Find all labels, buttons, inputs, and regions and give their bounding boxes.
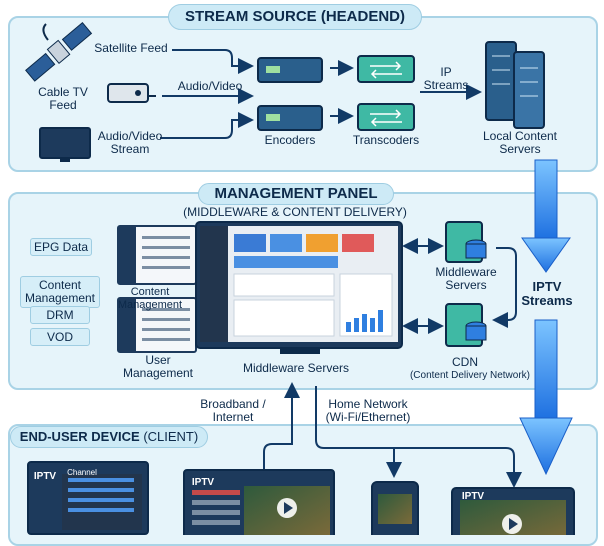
dashboard-monitor [195,221,403,354]
monitor-icon [39,127,91,162]
satellite-icon [25,22,93,82]
encoder-device [257,57,323,131]
client-device-1 [27,461,149,535]
diagram-graphics [25,22,575,535]
vod-tag: VOD [30,328,90,346]
cdn-server-icon [445,303,487,347]
cdn-full-label: (Content Delivery Network) [409,370,531,381]
satellite-feed-label: Satellite Feed [94,41,168,55]
cable-tv-feed-label: Cable TV Feed [38,85,88,112]
client-title-rest: (CLIENT) [139,429,199,444]
av-stream-label: Audio/Video Stream [97,129,163,156]
content-management-label: Content Management [117,286,183,311]
content-management-screen [117,225,197,285]
iptv-streams-arrow [519,159,573,476]
client-title-bold: END-USER DEVICE [19,429,140,444]
broadband-label: Broadband / Internet [200,397,266,424]
client-iptv-label: IPTV [33,471,57,482]
client-iptv-label-3: IPTV [461,491,485,502]
middleware-servers-bottom-label: Middleware Servers [242,361,350,375]
local-servers-label: Local Content Servers [482,129,558,156]
epg-data-tag: EPG Data [30,238,92,256]
headend-arrows [160,49,482,139]
network-arrows [263,382,522,488]
transcoder-device [357,55,415,131]
middleware-servers-label: Middleware Servers [435,265,497,292]
headend-title: STREAM SOURCE (HEADEND) [168,4,422,30]
client-device-2 [183,469,335,535]
client-device-phone [371,481,419,535]
iptv-streams-label: IPTV Streams [521,279,573,308]
cable-box-icon [107,83,156,103]
user-management-screen [117,297,197,353]
management-title: MANAGEMENT PANEL [198,183,394,205]
encoders-label: Encoders [264,133,316,147]
client-device-tablet [451,487,575,535]
server-rack-icon [485,41,545,129]
transcoders-label: Transcoders [352,133,420,147]
ip-streams-label: IP Streams [423,65,469,92]
management-arrows [402,238,517,334]
management-subtitle: (MIDDLEWARE & CONTENT DELIVERY) [183,205,407,219]
client-channel-label: Channel [67,468,97,477]
user-management-label: User Management [122,353,194,380]
home-network-label: Home Network (Wi-Fi/Ethernet) [325,397,411,424]
content-management-tag: Content Management [20,276,100,308]
cdn-label: CDN [452,355,478,369]
middleware-server-icon [445,221,487,263]
client-iptv-label-2: IPTV [191,477,215,488]
drm-tag: DRM [30,306,90,324]
client-title: END-USER DEVICE (CLIENT) [10,426,208,448]
audio-video-label: Audio/Video [177,79,243,93]
